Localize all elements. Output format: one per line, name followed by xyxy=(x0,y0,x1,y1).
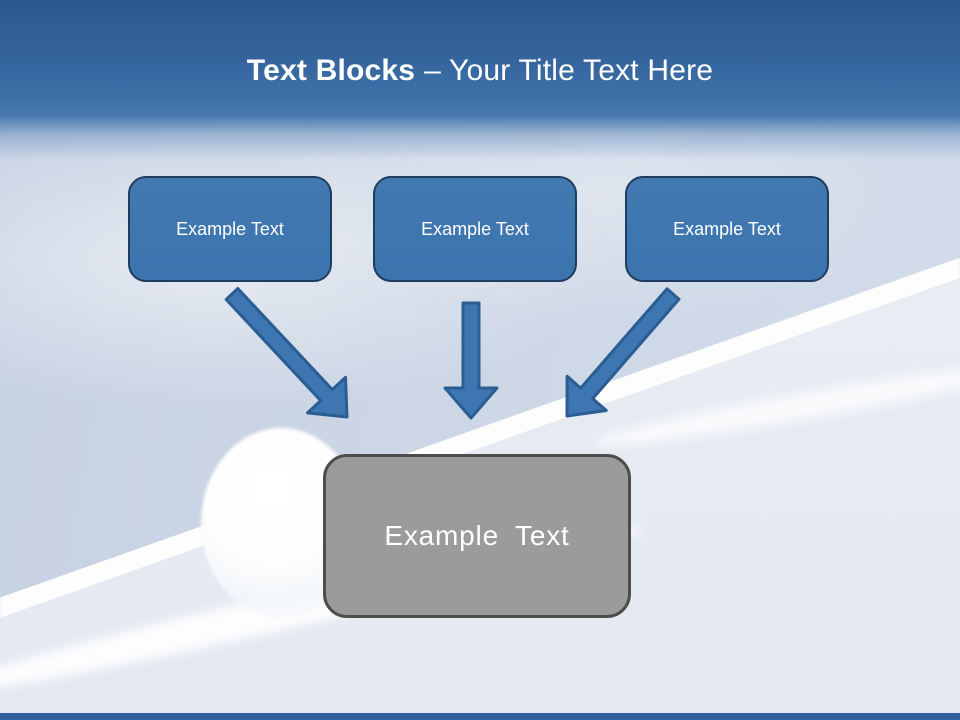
text-block-2: Example Text xyxy=(373,176,577,282)
page-title: Text Blocks– Your Title Text Here xyxy=(0,54,960,88)
text-block-3-label: Example Text xyxy=(673,218,781,239)
text-block-1: Example Text xyxy=(128,176,332,282)
result-block-label: Example Text xyxy=(384,520,570,551)
header-band xyxy=(0,0,960,170)
text-block-2-label: Example Text xyxy=(421,218,529,239)
title-rest-text: – Your Title Text Here xyxy=(424,54,714,87)
title-bold-text: Text Blocks xyxy=(246,54,416,87)
text-block-3: Example Text xyxy=(625,176,829,282)
footer-accent-bar xyxy=(0,713,960,720)
text-block-1-label: Example Text xyxy=(176,218,284,239)
result-block: Example Text xyxy=(323,454,631,618)
